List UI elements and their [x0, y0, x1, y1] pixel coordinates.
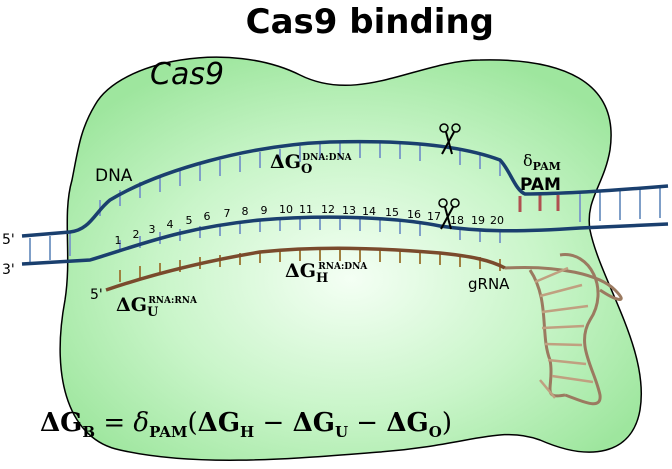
- position-number: 12: [321, 203, 335, 216]
- binding-energy-formula: ΔGB = δPAM(ΔGH − ΔGU − ΔGO): [40, 408, 452, 441]
- formula-t2-sub: U: [334, 423, 349, 442]
- position-number: 2: [133, 228, 140, 241]
- formula-delta: δ: [133, 408, 150, 438]
- position-number: 17: [427, 210, 441, 223]
- diagram-title: Cas9 binding: [245, 2, 494, 42]
- position-number: 3: [149, 223, 156, 236]
- position-number: 18: [450, 214, 464, 227]
- position-number: 15: [385, 206, 399, 219]
- position-number: 10: [279, 203, 293, 216]
- scissors-icon: [438, 198, 460, 230]
- formula-t1: ΔG: [197, 408, 241, 438]
- position-number: 14: [362, 205, 376, 218]
- protein-label: Cas9: [150, 57, 224, 92]
- position-number: 11: [299, 203, 313, 216]
- dg-dna-dna-sup: DNA:DNA: [302, 153, 352, 163]
- formula-t3-sub: O: [428, 423, 442, 442]
- position-number: 7: [224, 207, 231, 220]
- dna-label: DNA: [95, 166, 133, 186]
- strand-5prime-label: 5': [2, 232, 15, 248]
- pam-delta-label: δPAM: [523, 151, 561, 173]
- dg-dna-dna-label: ΔGODNA:DNA: [270, 151, 353, 177]
- grna-label: gRNA: [468, 275, 510, 293]
- pam-delta-symbol: δ: [523, 151, 533, 170]
- formula-lhs-sub: B: [82, 423, 96, 442]
- pam-label: PAM: [520, 175, 561, 195]
- position-number: 19: [471, 214, 485, 227]
- scissors-icon: [439, 123, 461, 155]
- rna-5prime-label: 5': [90, 287, 103, 303]
- target-strand: [21, 215, 669, 266]
- dg-rna-dna-label: ΔGHRNA:DNA: [285, 260, 368, 286]
- formula-delta-sub: PAM: [149, 423, 188, 442]
- grna-strand: [105, 246, 506, 292]
- dg-rna-rna-sub: U: [147, 305, 159, 320]
- position-number: 20: [490, 214, 504, 227]
- formula-t3: ΔG: [386, 408, 429, 438]
- grna-scaffold-rungs: [534, 266, 594, 399]
- position-number: 5: [186, 214, 193, 227]
- dna-top-strand: [21, 139, 669, 238]
- dg-rna-rna-sup: RNA:RNA: [148, 296, 198, 306]
- dg-dna-dna-sub: O: [301, 162, 312, 177]
- position-number: 9: [261, 204, 268, 217]
- position-number: 4: [167, 218, 174, 231]
- dg-rna-rna-label: ΔGURNA:RNA: [116, 294, 198, 320]
- formula-close: ): [441, 408, 452, 438]
- dg-dna-dna-symbol: ΔG: [270, 151, 301, 173]
- dg-rna-dna-sub: H: [316, 271, 328, 286]
- formula-eq: =: [95, 408, 134, 438]
- pam-delta-sub: PAM: [533, 160, 561, 173]
- dg-rna-dna-sup: RNA:DNA: [318, 262, 368, 272]
- position-number: 6: [204, 210, 211, 223]
- dg-rna-dna-symbol: ΔG: [285, 260, 316, 282]
- position-number: 13: [342, 204, 356, 217]
- position-number: 8: [242, 205, 249, 218]
- formula-lhs: ΔG: [40, 408, 83, 438]
- cas9-protein-shape: [59, 56, 642, 461]
- position-number: 1: [115, 234, 122, 247]
- formula-t2: ΔG: [292, 408, 335, 438]
- formula-minus2: −: [348, 408, 387, 438]
- dg-rna-rna-symbol: ΔG: [116, 294, 147, 316]
- position-number: 16: [407, 208, 421, 221]
- formula-open: (: [187, 408, 198, 438]
- pam-rungs: [518, 195, 560, 212]
- strand-3prime-label: 3': [2, 262, 15, 278]
- formula-t1-sub: H: [240, 423, 255, 442]
- formula-minus1: −: [254, 408, 293, 438]
